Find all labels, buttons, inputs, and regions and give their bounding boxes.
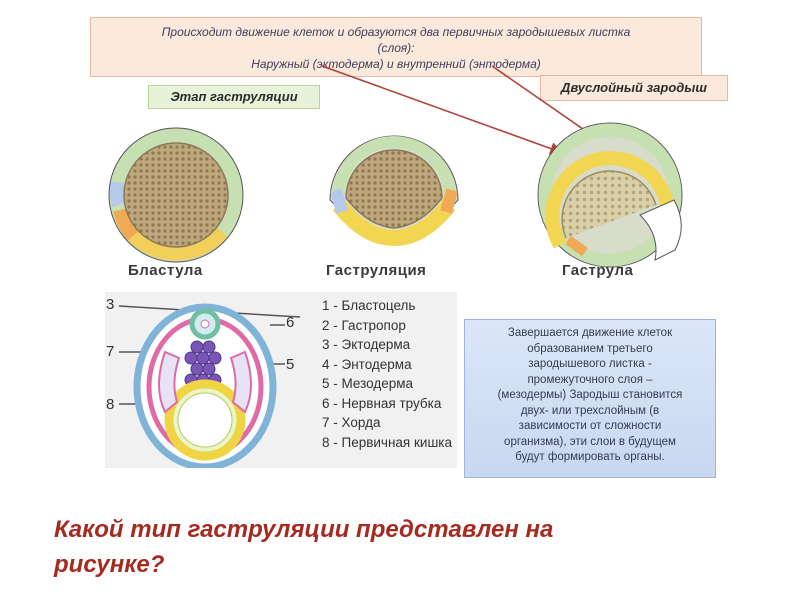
legend-item: 8 - Первичная кишка — [322, 433, 452, 453]
legend-item: 3 - Эктодерма — [322, 335, 452, 355]
completion-line: организма), эти слои в будущем — [475, 435, 705, 451]
question-line-2: рисунке? — [54, 547, 744, 582]
blastula-illustration — [109, 128, 243, 262]
question-text: Какой тип гаструляции представлен на рис… — [54, 512, 744, 582]
completion-line: двух- или трехслойным (в — [475, 404, 705, 420]
diagram-legend: 1 - Бластоцель 2 - Гастропор 3 - Эктодер… — [322, 296, 452, 452]
completion-line: (мезодермы) Зародыш становится — [475, 388, 705, 404]
completion-line: зависимости от сложности — [475, 419, 705, 435]
completion-line: Завершается движение клеток — [475, 326, 705, 342]
completion-line: образованием третьего — [475, 342, 705, 358]
marker-3: 3 — [106, 296, 114, 313]
legend-item: 5 - Мезодерма — [322, 374, 452, 394]
marker-7: 7 — [106, 343, 114, 360]
legend-item: 4 - Энтодерма — [322, 355, 452, 375]
completion-line: промежуточного слоя – — [475, 373, 705, 389]
stage-name-gastrulation: Гаструляция — [326, 262, 426, 279]
marker-6: 6 — [286, 314, 294, 331]
gastrulation-illustration — [330, 136, 458, 245]
stage-name-blastula: Бластула — [128, 262, 203, 279]
legend-item: 1 - Бластоцель — [322, 296, 452, 316]
mesoderm-formation-box: Завершается движение клеток образованием… — [464, 319, 716, 478]
marker-8: 8 — [106, 396, 114, 413]
completion-line: будут формировать органы. — [475, 450, 705, 466]
stage-name-gastrula: Гаструла — [562, 262, 633, 279]
legend-item: 6 - Нервная трубка — [322, 394, 452, 414]
legend-item: 7 - Хорда — [322, 413, 452, 433]
marker-5: 5 — [286, 356, 294, 373]
legend-item: 2 - Гастропор — [322, 316, 452, 336]
completion-line: зародышевого листка - — [475, 357, 705, 373]
question-line-1: Какой тип гаструляции представлен на — [54, 512, 744, 547]
gastrula-illustration — [538, 123, 682, 267]
